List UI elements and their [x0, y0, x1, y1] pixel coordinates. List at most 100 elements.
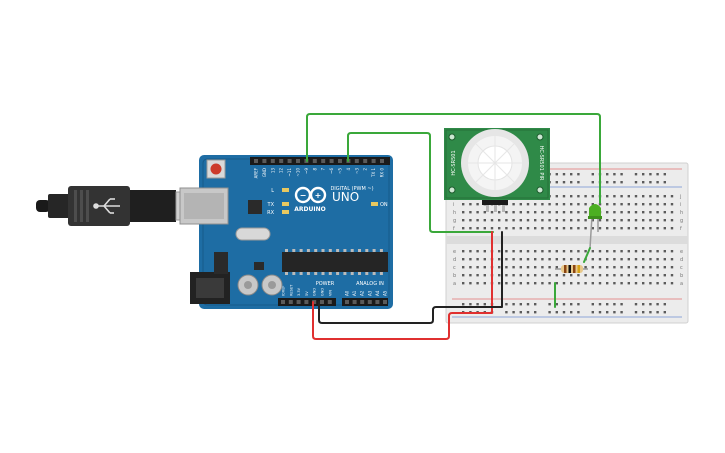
breadboard-hole[interactable] — [476, 266, 479, 269]
breadboard-hole[interactable] — [512, 311, 515, 314]
breadboard-hole[interactable] — [634, 173, 638, 176]
breadboard-hole[interactable] — [534, 303, 537, 306]
breadboard-hole[interactable] — [505, 211, 508, 214]
breadboard-hole[interactable] — [620, 311, 623, 314]
header-pin[interactable] — [383, 300, 387, 304]
breadboard-hole[interactable] — [663, 282, 666, 285]
breadboard-hole[interactable] — [498, 219, 501, 222]
breadboard-hole[interactable] — [534, 227, 537, 230]
breadboard-hole[interactable] — [584, 203, 587, 206]
breadboard-hole[interactable] — [606, 227, 609, 230]
breadboard-hole[interactable] — [649, 266, 652, 269]
breadboard-hole[interactable] — [620, 203, 623, 206]
breadboard-hole[interactable] — [613, 258, 616, 261]
breadboard-hole[interactable] — [591, 227, 594, 230]
breadboard-hole[interactable] — [670, 274, 674, 277]
breadboard-hole[interactable] — [649, 311, 652, 314]
breadboard-hole[interactable] — [570, 181, 573, 184]
breadboard-hole[interactable] — [462, 258, 465, 261]
breadboard-hole[interactable] — [656, 258, 659, 261]
breadboard-hole[interactable] — [598, 274, 602, 277]
breadboard-hole[interactable] — [512, 274, 515, 277]
breadboard-hole[interactable] — [570, 282, 573, 285]
header-pin[interactable] — [375, 300, 380, 304]
breadboard-hole[interactable] — [498, 274, 501, 277]
breadboard-hole[interactable] — [627, 227, 630, 230]
breadboard-hole[interactable] — [620, 282, 623, 285]
breadboard-hole[interactable] — [526, 266, 530, 269]
breadboard-hole[interactable] — [462, 303, 465, 306]
breadboard-hole[interactable] — [462, 282, 465, 285]
breadboard-hole[interactable] — [634, 311, 638, 314]
breadboard-hole[interactable] — [570, 311, 573, 314]
breadboard-hole[interactable] — [620, 181, 623, 184]
breadboard-hole[interactable] — [519, 227, 522, 230]
breadboard-hole[interactable] — [519, 303, 522, 306]
breadboard-hole[interactable] — [613, 195, 616, 198]
breadboard-hole[interactable] — [620, 274, 623, 277]
breadboard-hole[interactable] — [534, 282, 537, 285]
breadboard-hole[interactable] — [519, 266, 522, 269]
breadboard-hole[interactable] — [634, 250, 638, 253]
breadboard-hole[interactable] — [469, 203, 472, 206]
breadboard-hole[interactable] — [627, 250, 630, 253]
breadboard-hole[interactable] — [577, 195, 580, 198]
breadboard-hole[interactable] — [634, 211, 638, 214]
breadboard-hole[interactable] — [469, 282, 472, 285]
breadboard-hole[interactable] — [606, 195, 609, 198]
breadboard-hole[interactable] — [519, 311, 522, 314]
breadboard-hole[interactable] — [555, 211, 558, 214]
breadboard-hole[interactable] — [512, 303, 515, 306]
breadboard-hole[interactable] — [584, 227, 587, 230]
breadboard-hole[interactable] — [591, 181, 594, 184]
breadboard-hole[interactable] — [620, 250, 623, 253]
breadboard-hole[interactable] — [663, 227, 666, 230]
breadboard-hole[interactable] — [519, 258, 522, 261]
breadboard-hole[interactable] — [613, 274, 616, 277]
breadboard-hole[interactable] — [476, 203, 479, 206]
breadboard-hole[interactable] — [462, 227, 465, 230]
breadboard-hole[interactable] — [634, 274, 638, 277]
breadboard-hole[interactable] — [649, 203, 652, 206]
breadboard-hole[interactable] — [663, 195, 666, 198]
breadboard-hole[interactable] — [519, 211, 522, 214]
breadboard-hole[interactable] — [584, 219, 587, 222]
breadboard-hole[interactable] — [620, 173, 623, 176]
breadboard-hole[interactable] — [656, 274, 659, 277]
breadboard-hole[interactable] — [598, 203, 602, 206]
breadboard-hole[interactable] — [649, 250, 652, 253]
breadboard-hole[interactable] — [570, 211, 573, 214]
breadboard-hole[interactable] — [476, 227, 479, 230]
breadboard-hole[interactable] — [670, 250, 674, 253]
breadboard-hole[interactable] — [541, 266, 544, 269]
breadboard-hole[interactable] — [541, 274, 544, 277]
breadboard-hole[interactable] — [649, 274, 652, 277]
breadboard-hole[interactable] — [634, 282, 638, 285]
breadboard-hole[interactable] — [534, 258, 537, 261]
breadboard-hole[interactable] — [548, 274, 551, 277]
breadboard-hole[interactable] — [534, 203, 537, 206]
breadboard-hole[interactable] — [490, 211, 494, 214]
header-pin[interactable] — [288, 300, 293, 304]
breadboard-hole[interactable] — [627, 203, 630, 206]
header-pin[interactable] — [270, 159, 275, 163]
breadboard-hole[interactable] — [663, 181, 666, 184]
breadboard-hole[interactable] — [656, 173, 659, 176]
breadboard-hole[interactable] — [483, 282, 486, 285]
breadboard-hole[interactable] — [606, 219, 609, 222]
breadboard-hole[interactable] — [627, 282, 630, 285]
breadboard-hole[interactable] — [627, 266, 630, 269]
breadboard-hole[interactable] — [462, 266, 465, 269]
breadboard-hole[interactable] — [670, 219, 674, 222]
breadboard-hole[interactable] — [562, 203, 566, 206]
breadboard-hole[interactable] — [469, 227, 472, 230]
breadboard-hole[interactable] — [598, 250, 602, 253]
breadboard-hole[interactable] — [462, 274, 465, 277]
breadboard-hole[interactable] — [498, 227, 501, 230]
breadboard-hole[interactable] — [512, 227, 515, 230]
breadboard-hole[interactable] — [476, 274, 479, 277]
breadboard-hole[interactable] — [526, 311, 530, 314]
breadboard-hole[interactable] — [584, 250, 587, 253]
breadboard-hole[interactable] — [526, 219, 530, 222]
breadboard-hole[interactable] — [634, 181, 638, 184]
